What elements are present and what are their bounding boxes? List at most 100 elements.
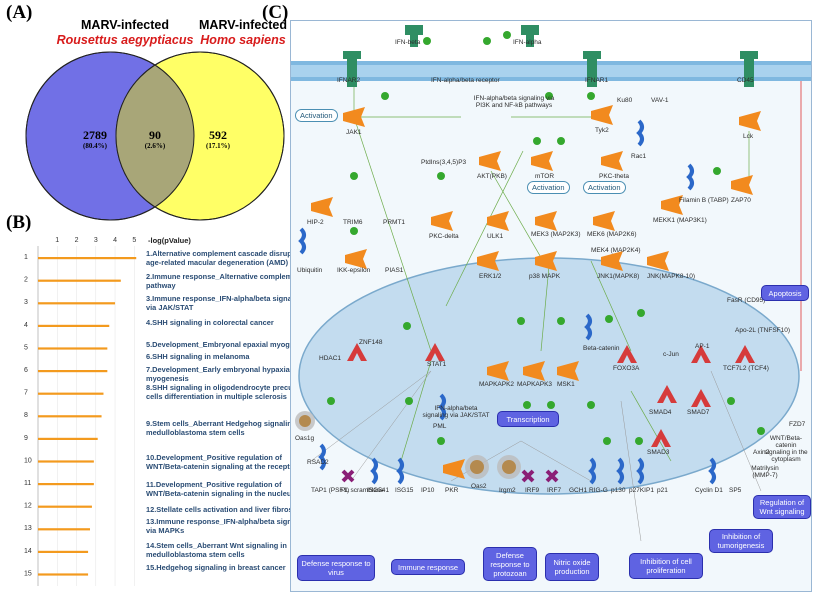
label-p130: p130 (611, 487, 626, 494)
label-stat1: STAT1 (427, 361, 447, 368)
label-rac1: Rac1 (631, 153, 647, 160)
y-tick-label: 14 (24, 548, 32, 555)
label-msk1: MSK1 (557, 381, 575, 388)
y-tick-label: 6 (24, 367, 28, 374)
label-hdac1: HDAC1 (319, 355, 342, 362)
venn-right-title: MARV-infected Homo sapiens (178, 18, 308, 48)
label-ifn-jak-stat: IFN-alpha/beta signaling via JAK/STAT (422, 405, 490, 419)
x-tick-label: 5 (132, 237, 136, 244)
label-jak1: JAK1 (346, 129, 362, 136)
venn-diagram (25, 51, 285, 221)
bar (38, 460, 94, 463)
defense-protozoan-box: Defense response to protozoan (483, 547, 537, 581)
x-tick-label: 1 (55, 237, 59, 244)
term-item: 13.Immune response_IFN-alpha/beta signal… (146, 517, 310, 535)
y-tick-label: 3 (24, 299, 28, 306)
label-apo2l: Apo-2L (TNFSF10) (735, 327, 791, 334)
label-tcf7l2: TCF7L2 (TCF4) (723, 365, 769, 372)
venn-overlap-pct: (2.6%) (144, 142, 166, 150)
label-ap1: AP-1 (695, 343, 710, 350)
transcription-factor-icon (347, 343, 755, 447)
label-axin2: Axin2 (753, 449, 770, 456)
y-tick-label: 1 (24, 254, 28, 261)
pathway-glyphs (295, 25, 765, 485)
y-tick-label: 5 (24, 344, 28, 351)
label-vav1: VAV-1 (651, 97, 669, 104)
defense-virus-box: Defense response to virus (297, 555, 375, 581)
term-item: 11.Development_Positive regulation of WN… (146, 480, 296, 498)
label-pml: PML (433, 423, 447, 430)
term-item: 3.Immune response_IFN-alpha/beta signali… (146, 294, 305, 312)
green-hexagons (327, 31, 765, 445)
label-mek4: MEK4 (MAP2K4) (591, 247, 641, 254)
label-ifnar2: IFNAR2 (337, 77, 361, 84)
term-item: 7.Development_Early embryonal hypaxial m… (146, 365, 292, 383)
venn-left-count: 2789 (83, 128, 107, 142)
y-tick-label: 15 (24, 570, 32, 577)
label-mapkapk3: MAPKAPK3 (517, 381, 553, 388)
label-ku80: Ku80 (617, 97, 633, 104)
label-mekk1: MEKK1 (MAP3K1) (653, 217, 707, 224)
bar (38, 437, 98, 440)
receptor-icon (343, 51, 758, 87)
inhibition-tumorigenesis-box: Inhibition of tumorigenesis (709, 529, 773, 553)
y-tick-label: 7 (24, 390, 28, 397)
scramblase-icon (341, 469, 559, 483)
term-item: 12.Stellate cells activation and liver f… (146, 505, 299, 514)
label-mmp7: Matrilysin (MMP-7) (751, 465, 779, 479)
label-ikk-epsilon: IKK-epsilon (337, 267, 371, 274)
label-cyclin-d1: Cyclin D1 (695, 487, 723, 494)
venn-overlap (116, 52, 194, 220)
apoptosis-box: Apoptosis (761, 285, 809, 301)
label-ifn-alpha: IFN-alpha (513, 39, 542, 46)
kinase-icon (311, 105, 761, 479)
term-item: 14.Stem cells_Aberrant Wnt signaling in … (146, 541, 287, 559)
label-irf9: IRF9 (525, 487, 540, 494)
generic-protein-icon (298, 119, 716, 485)
term-item: 15.Hedgehog signaling in breast cancer (146, 563, 286, 572)
activation-box-3: Activation (583, 181, 626, 194)
label-pl-scramblase: PL scramblase 1 (341, 487, 390, 494)
y-tick-label: 8 (24, 412, 28, 419)
bar (38, 505, 92, 508)
label-cjun: c-Jun (663, 351, 679, 358)
venn-right-species: Homo sapiens (200, 33, 286, 47)
bar (38, 573, 89, 576)
venn-right-count: 592 (209, 128, 227, 142)
label-sp5: SP5 (729, 487, 742, 494)
term-item: 5.Development_Embryonal epaxial myogenes… (146, 340, 313, 349)
label-beta-catenin: Beta-catenin (583, 345, 620, 352)
term-item: 9.Stem cells_Aberrant Hedgehog signaling… (146, 419, 305, 437)
label-ifn-receptor: IFN-alpha/beta receptor (431, 77, 500, 84)
label-akt: AKT(PKB) (477, 173, 507, 180)
x-tick-label: 3 (94, 237, 98, 244)
venn-right-condition: MARV-infected (199, 18, 287, 32)
label-lck: Lck (743, 133, 754, 140)
wnt-regulation-box: Regulation of Wnt signaling (753, 495, 811, 519)
label-ptdins: PtdIns(3,4,5)P3 (421, 159, 467, 166)
label-mek6: MEK6 (MAP2K6) (587, 231, 637, 238)
bar (38, 483, 94, 486)
bar (38, 257, 137, 260)
immune-response-box: Immune response (391, 559, 465, 575)
label-fzd7: FZD7 (789, 421, 806, 428)
panel-label-a: (A) (6, 2, 33, 23)
activation-box-2: Activation (527, 181, 570, 194)
label-ifn-beta: IFN-beta (395, 39, 421, 46)
label-mtor: mTOR (535, 173, 555, 180)
transcription-box: Transcription (497, 411, 559, 427)
ligand-icon (405, 25, 539, 47)
bar (38, 415, 102, 418)
venn-left-condition: MARV-infected (81, 18, 169, 32)
term-item: 1.Alternative complement cascade disrupt… (146, 249, 314, 267)
label-mek3: MEK3 (MAP2K3) (531, 231, 581, 238)
y-tick-label: 2 (24, 277, 28, 284)
y-tick-label: 9 (24, 435, 28, 442)
inhibition-proliferation-box: Inhibition of cell proliferation (629, 553, 703, 579)
label-smad3: SMAD3 (647, 449, 670, 456)
term-item: 2.Immune response_Alternative complement… (146, 272, 304, 290)
x-axis-title: -log(pValue) (148, 236, 191, 245)
label-cd45: CD45 (737, 77, 754, 84)
label-hip2: HIP-2 (307, 219, 324, 226)
